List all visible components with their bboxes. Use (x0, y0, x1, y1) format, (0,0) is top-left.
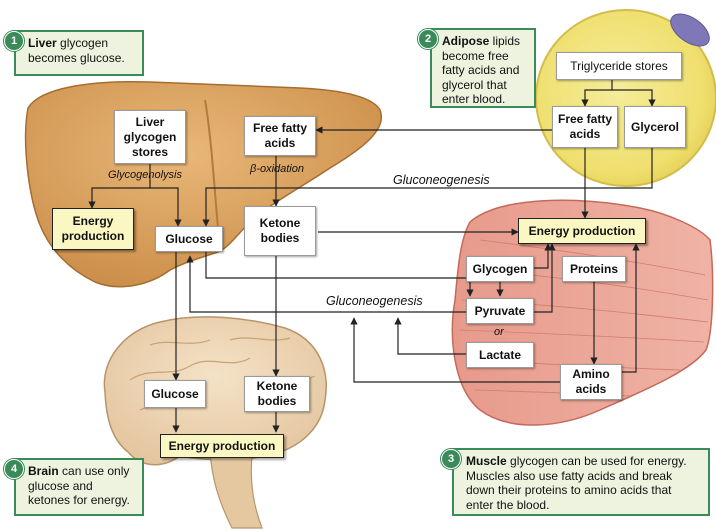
muscle-pyruvate-box: Pyruvate (466, 298, 534, 324)
liver-glucose-box: Glucose (155, 226, 223, 252)
brain-glucose-box: Glucose (144, 380, 206, 408)
gluconeogenesis-top-label: Gluconeogenesis (393, 173, 490, 187)
triglyceride-stores-box: Triglyceride stores (556, 52, 682, 80)
liver-free-fatty-acids-box: Free fatty acids (244, 116, 316, 156)
glycerol-box: Glycerol (624, 106, 686, 148)
callout-brain-text: can use only glucose and ketones for ene… (28, 464, 130, 507)
brainstem-shape (209, 451, 263, 529)
pathway-arrows (88, 80, 656, 433)
callout-4-number: 4 (4, 459, 24, 479)
muscle-glycogen-box: Glycogen (466, 256, 534, 282)
callout-adipose: Adipose lipids become free fatty acids a… (430, 28, 536, 108)
callout-muscle-bold: Muscle (466, 454, 507, 468)
liver-energy-production-box: Energy production (52, 208, 134, 250)
amino-acids-box: Amino acids (560, 364, 622, 400)
callout-liver-bold: Liver (28, 36, 57, 50)
liver-glycogen-stores-box: Liver glycogen stores (114, 110, 186, 164)
callout-2-number: 2 (418, 29, 438, 49)
muscle-energy-production-box: Energy production (518, 218, 646, 244)
beta-oxidation-label: β-oxidation (250, 163, 304, 175)
muscle-proteins-box: Proteins (562, 256, 626, 282)
muscle-lactate-box: Lactate (466, 342, 534, 368)
callout-liver-text: glycogen becomes glucose. (28, 36, 125, 65)
callout-muscle-text: glycogen can be used for energy. Muscles… (466, 454, 687, 512)
callout-3-number: 3 (441, 449, 461, 469)
callout-adipose-text: lipids become free fatty acids and glyce… (442, 34, 521, 106)
adipose-nucleus (670, 13, 710, 47)
callout-liver: Liver glycogen becomes glucose. (14, 30, 144, 76)
or-label: or (494, 326, 504, 338)
callout-muscle: Muscle glycogen can be used for energy. … (452, 448, 710, 516)
gluconeogenesis-mid-label: Gluconeogenesis (326, 294, 423, 308)
brain-ketone-bodies-box: Ketone bodies (244, 376, 310, 412)
callout-adipose-bold: Adipose (442, 34, 490, 48)
callout-1-number: 1 (4, 31, 24, 51)
callout-brain: Brain can use only glucose and ketones f… (14, 458, 144, 516)
adipose-free-fatty-acids-box: Free fatty acids (552, 106, 618, 148)
glycogenolysis-label: Glycogenolysis (108, 169, 182, 181)
brain-energy-production-box: Energy production (160, 434, 284, 458)
liver-shape (24, 80, 383, 288)
callout-brain-bold: Brain (28, 464, 59, 478)
liver-ketone-bodies-box: Ketone bodies (244, 206, 316, 256)
